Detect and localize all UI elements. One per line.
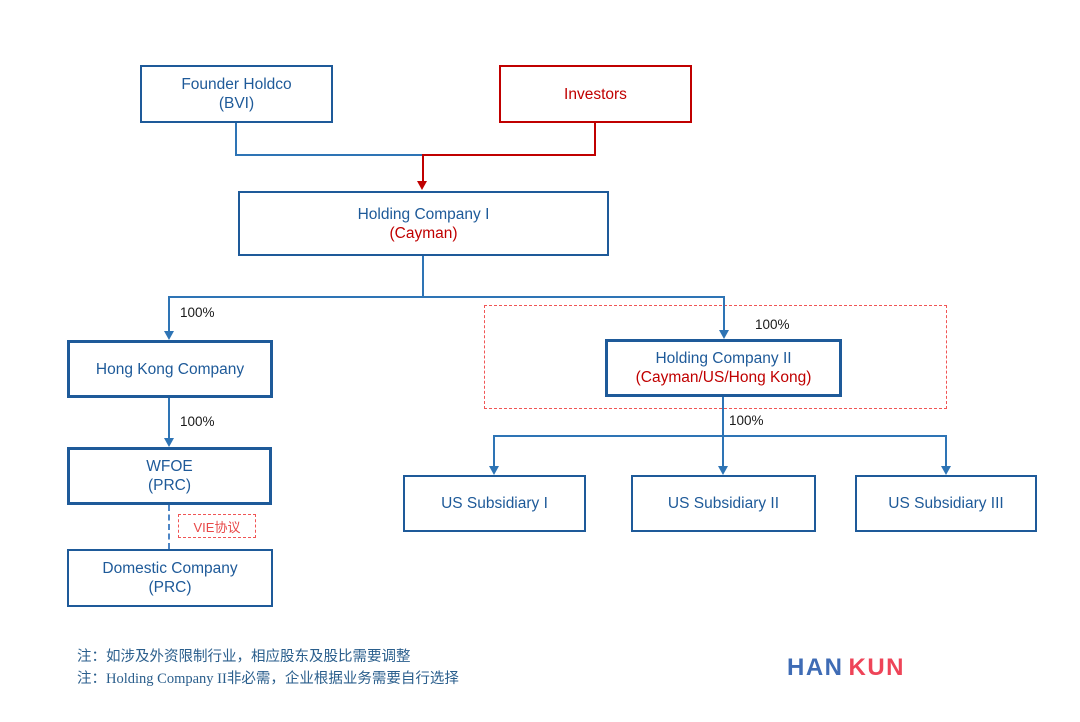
vie-agreement-tag: VIE协议 xyxy=(178,514,256,538)
connector-investors-down xyxy=(594,123,596,156)
connector-founder-across xyxy=(235,154,423,156)
entity-us-subsidiary-1: US Subsidiary I xyxy=(403,475,586,532)
footnote-2: 注：Holding Company II非必需，企业根据业务需要自行选择 xyxy=(77,671,459,687)
connector-founder-down xyxy=(235,123,237,156)
connector-vie-dashed xyxy=(168,505,170,549)
connector-us1-down xyxy=(493,435,495,466)
entity-founder-holdco: Founder Holdco (BVI) xyxy=(140,65,333,123)
connector-hk-down xyxy=(168,296,170,331)
ownership-label-hk: 100% xyxy=(180,305,215,320)
connector-hc2-down xyxy=(723,296,725,330)
entity-name: US Subsidiary III xyxy=(888,495,1004,512)
arrowhead-hc1 xyxy=(417,181,427,190)
entity-jurisdiction: (PRC) xyxy=(148,579,192,596)
entity-jurisdiction: (BVI) xyxy=(218,95,255,112)
optional-holdco-dashed-outline xyxy=(484,305,947,409)
footnotes: 注：如涉及外资限制行业，相应股东及股比需要调整 注：Holding Compan… xyxy=(77,646,459,690)
entity-jurisdiction: (Cayman) xyxy=(389,224,458,242)
entity-name: US Subsidiary I xyxy=(441,495,548,512)
entity-us-subsidiary-2: US Subsidiary II xyxy=(631,475,816,532)
entity-name: Holding Company I xyxy=(357,205,490,223)
entity-domestic-company: Domestic Company (PRC) xyxy=(67,549,273,607)
ownership-label-wfoe: 100% xyxy=(180,414,215,429)
connector-us3-down xyxy=(945,435,947,466)
connector-us2-down xyxy=(722,435,724,466)
ownership-label-hc2: 100% xyxy=(755,317,790,332)
connector-into-hc1 xyxy=(422,154,424,182)
entity-name: US Subsidiary II xyxy=(667,495,780,512)
entity-investors: Investors xyxy=(499,65,692,123)
logo-text-han: HAN xyxy=(787,654,844,681)
entity-holding-company-1: Holding Company I (Cayman) xyxy=(238,191,609,256)
entity-name: Founder Holdco xyxy=(181,76,292,93)
arrowhead-hk xyxy=(163,331,174,340)
entity-hong-kong-company: Hong Kong Company xyxy=(67,340,273,398)
logo-text-kun: KUN xyxy=(848,654,905,681)
entity-name: Domestic Company xyxy=(102,560,238,577)
entity-us-subsidiary-3: US Subsidiary III xyxy=(855,475,1037,532)
footnote-1: 注：如涉及外资限制行业，相应股东及股比需要调整 xyxy=(77,649,411,665)
ownership-label-us: 100% xyxy=(729,413,764,428)
entity-jurisdiction: (Cayman/US/Hong Kong) xyxy=(635,369,812,386)
connector-hk-wfoe xyxy=(168,398,170,438)
entity-name: Holding Company II xyxy=(655,350,792,367)
entity-name: Investors xyxy=(564,85,627,103)
arrowhead-us1 xyxy=(488,466,499,475)
connector-hc1-down xyxy=(422,256,424,298)
connector-investors-across xyxy=(423,154,596,156)
entity-jurisdiction: (PRC) xyxy=(147,477,192,494)
entity-name: WFOE xyxy=(146,458,193,475)
entity-holding-company-2: Holding Company II (Cayman/US/Hong Kong) xyxy=(605,339,842,397)
connector-subs-horizontal xyxy=(493,435,947,437)
arrowhead-hc2 xyxy=(718,330,729,339)
connector-hc2-subs-down xyxy=(722,397,724,437)
arrowhead-us2 xyxy=(717,466,728,475)
entity-wfoe: WFOE (PRC) xyxy=(67,447,272,505)
entity-name: Hong Kong Company xyxy=(95,360,245,378)
vie-agreement-label: VIE协议 xyxy=(193,519,241,535)
arrowhead-us3 xyxy=(940,466,951,475)
connector-main-horizontal xyxy=(168,296,725,298)
arrowhead-wfoe xyxy=(163,438,174,447)
